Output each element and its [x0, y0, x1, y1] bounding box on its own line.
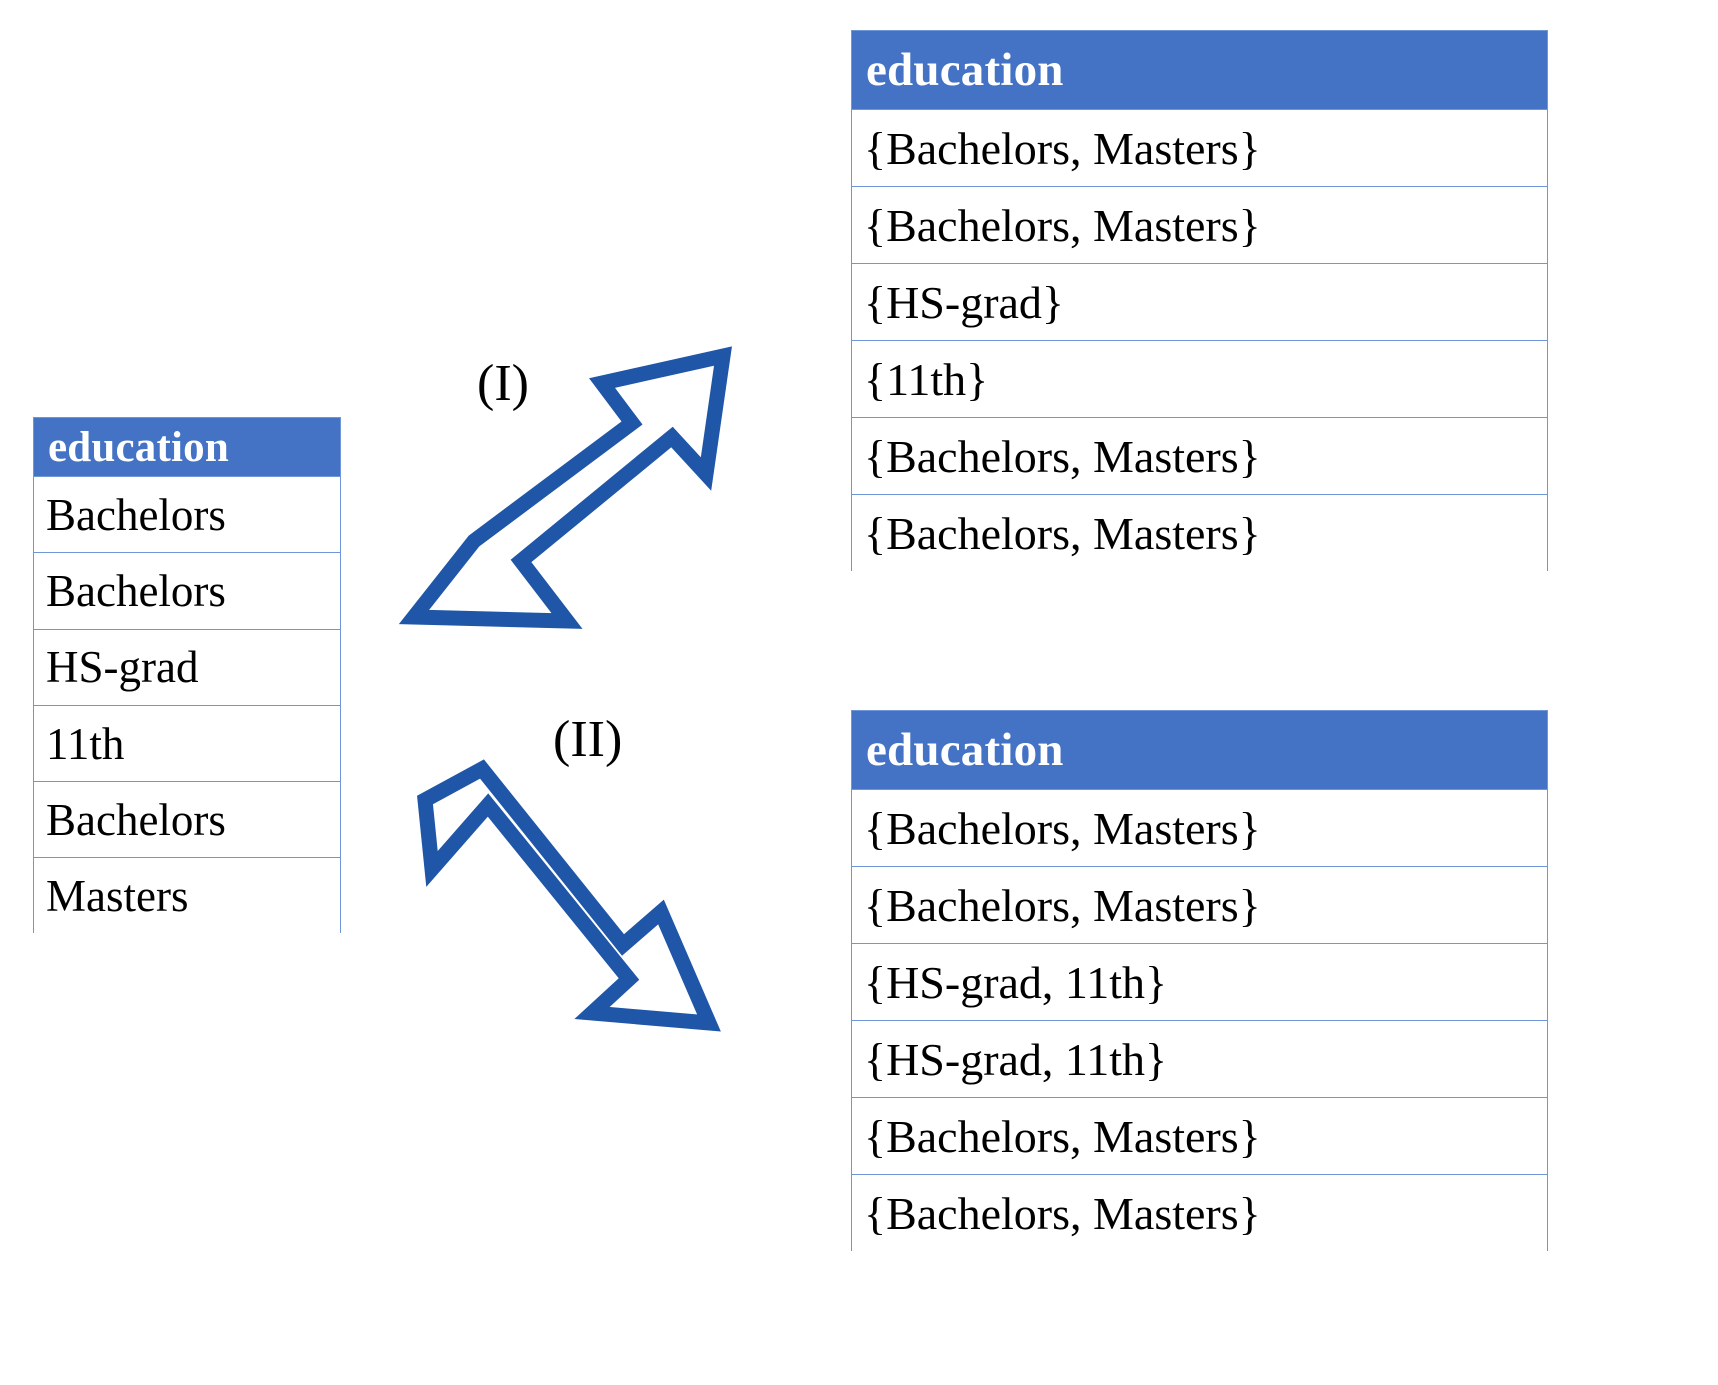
result-table-ii-header: education — [852, 711, 1547, 789]
table-row: {HS-grad, 11th} — [852, 943, 1547, 1020]
result-table-ii: education {Bachelors, Masters} {Bachelor… — [851, 710, 1548, 1251]
table-row: {11th} — [852, 340, 1547, 417]
table-row: {Bachelors, Masters} — [852, 494, 1547, 571]
source-table-header: education — [34, 418, 340, 476]
arrow-down-icon — [417, 759, 721, 1032]
source-education-table: education Bachelors Bachelors HS-grad 11… — [33, 417, 341, 934]
table-row: Masters — [34, 857, 340, 934]
result-table-i: education {Bachelors, Masters} {Bachelor… — [851, 30, 1548, 571]
table-row: {Bachelors, Masters} — [852, 1174, 1547, 1251]
table-row: 11th — [34, 704, 340, 782]
table-row: {Bachelors, Masters} — [852, 417, 1547, 494]
table-row: {HS-grad} — [852, 263, 1547, 340]
table-row: Bachelors — [34, 552, 340, 629]
table-row: {Bachelors, Masters} — [852, 866, 1547, 943]
table-row: {Bachelors, Masters} — [852, 1097, 1547, 1174]
table-row: {HS-grad, 11th} — [852, 1020, 1547, 1097]
table-row: {Bachelors, Masters} — [852, 109, 1547, 186]
table-row: HS-grad — [34, 628, 340, 705]
table-row: {Bachelors, Masters} — [852, 186, 1547, 263]
table-row: {Bachelors, Masters} — [852, 789, 1547, 866]
table-row: Bachelors — [34, 781, 340, 858]
arrow-label-i: (I) — [477, 355, 529, 412]
result-table-i-header: education — [852, 31, 1547, 109]
table-row: Bachelors — [34, 476, 340, 553]
arrow-up-icon — [398, 346, 732, 629]
arrow-label-ii: (II) — [553, 711, 623, 768]
